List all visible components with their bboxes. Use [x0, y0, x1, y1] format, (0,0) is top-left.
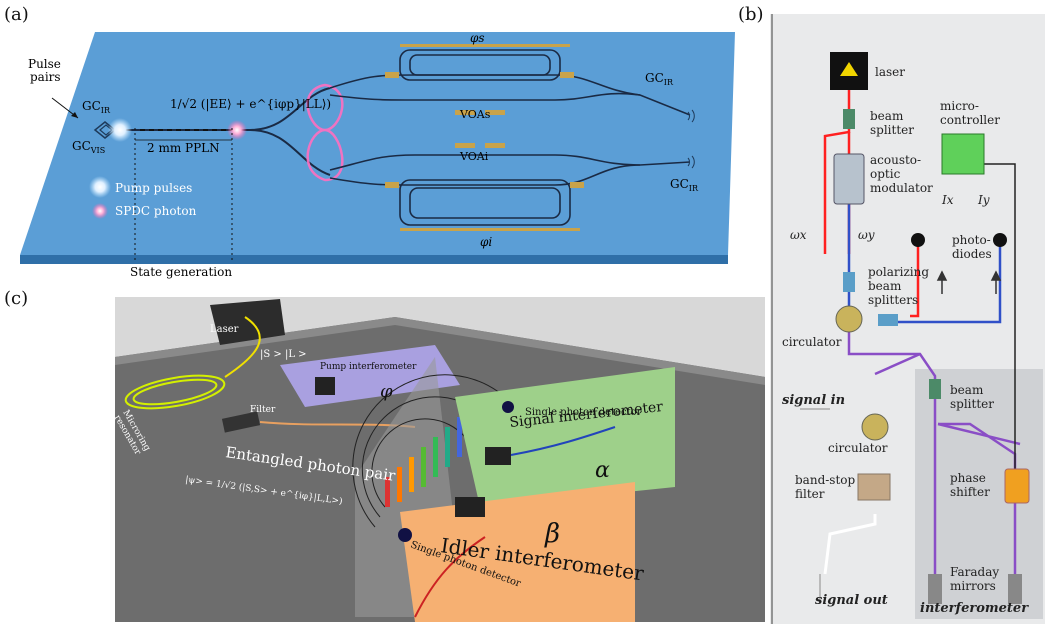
c-single-photon-top-label: Single photon detector [525, 407, 642, 418]
c-ket-label: |S > |L > [260, 349, 307, 360]
interferometer-label: interferometer [920, 601, 1029, 616]
laser-box [830, 52, 868, 90]
grating-coupler-right-top [687, 109, 695, 123]
gc-ir-left-label: GCIR [82, 99, 111, 115]
faraday-mirror-1 [928, 574, 942, 604]
state-formula: 1/√2 (|EE⟩ + e^{iφp}|LL⟩) [170, 97, 331, 111]
faraday-mirror-2 [1008, 574, 1022, 604]
omega-y-label: ωy [858, 228, 875, 242]
c-phi-label: φ [380, 381, 393, 402]
pbs-2 [878, 314, 898, 326]
ppln-label: 2 mm PPLN [147, 141, 220, 155]
gc-ir-right-bottom-label: GCIR [670, 177, 699, 193]
omega-x-label: ωx [790, 228, 807, 242]
circulator-bottom-label: circulator [828, 441, 888, 455]
beam-splitter-top [843, 109, 855, 129]
voa-s-label: VOAs [459, 108, 491, 121]
voa-i-label: VOAi [459, 150, 489, 163]
state-generation-label: State generation [130, 265, 232, 279]
gc-vis-label: GCVIS [72, 139, 105, 155]
band-stop-filter-box [857, 473, 891, 501]
phase-shifter-box [1004, 468, 1030, 504]
aom-box [833, 153, 865, 205]
phi-s-label: φs [470, 31, 485, 45]
grating-coupler-right-bottom [687, 155, 695, 169]
photodiode-1 [911, 233, 925, 247]
panel-label-a: (a) [4, 4, 29, 25]
pump-pulse-glow [108, 118, 132, 142]
circulator-top-label: circulator [782, 335, 842, 349]
phi-i-label: φi [480, 235, 492, 249]
pbs-1 [843, 272, 855, 292]
panel-label-c: (c) [4, 288, 29, 309]
signal-out-label: signal out [815, 593, 888, 608]
pink-resonator-loop [306, 83, 344, 182]
circulator-top-icon [835, 305, 863, 333]
laser-device [210, 299, 285, 345]
c-laser-label: Laser [210, 324, 239, 335]
gc-ir-right-top-label: GCIR [645, 71, 674, 87]
laser-label: laser [875, 65, 905, 79]
photodiodes-label: photo-diodes [952, 233, 992, 261]
circulator-bottom-icon [861, 413, 889, 441]
c-alpha-label: α [595, 458, 610, 483]
pump-pulses-icon [89, 176, 111, 198]
chip-edge [20, 255, 728, 264]
ix-label: Ix [941, 193, 954, 207]
c-pump-interferometer-label: Pump interferometer [320, 362, 417, 372]
spdc-photon-icon [92, 203, 108, 219]
iy-label: Iy [977, 193, 990, 207]
microcontroller-label: micro-controller [940, 99, 1000, 127]
pump-pulses-label: Pump pulses [115, 181, 192, 195]
photodiode-2 [993, 233, 1007, 247]
c-filter-label: Filter [250, 405, 276, 415]
c-beta-label: β [544, 519, 560, 549]
filter-device [221, 411, 261, 433]
panel-label-b: (b) [738, 4, 764, 25]
signal-in-label: signal in [782, 393, 845, 408]
chip-surface [20, 32, 735, 255]
microcontroller-board [941, 133, 985, 175]
panel-c: Laser |S > |L > Pump interferometer φ Mi… [115, 297, 765, 622]
spdc-photon-label: SPDC photon [115, 204, 197, 218]
beam-splitter-bottom [929, 379, 941, 399]
